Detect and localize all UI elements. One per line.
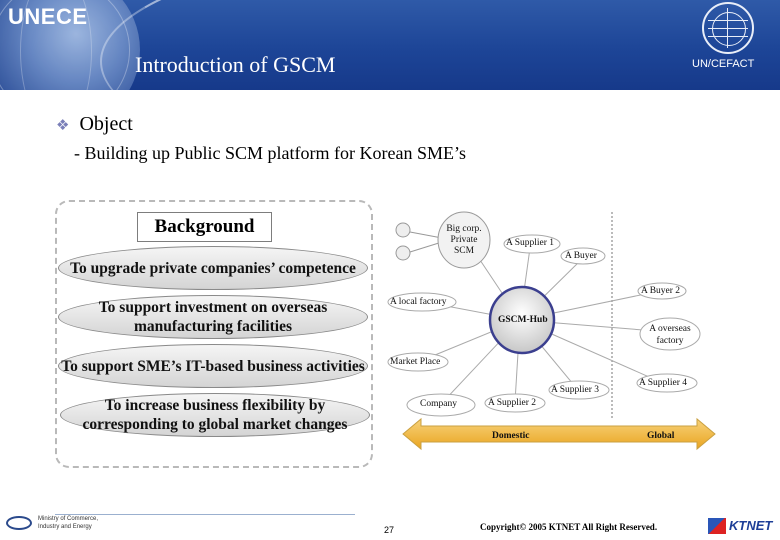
supplier3-node xyxy=(548,380,610,400)
buyer-label: A Buyer xyxy=(565,251,597,261)
bullet-text: Object xyxy=(79,113,133,135)
bigcorp-satellite-2 xyxy=(395,245,411,261)
market-place-node xyxy=(387,352,449,372)
background-label: Background xyxy=(137,212,272,242)
page-number: 27 xyxy=(384,525,395,535)
buyer-node xyxy=(560,247,606,265)
copyright-text: Copyright© 2005 KTNET All Right Reserved… xyxy=(480,522,658,532)
ministry-line2: Industry and Energy xyxy=(38,524,92,530)
supplier3-label: A Supplier 3 xyxy=(551,385,600,395)
slide-title: Introduction of GSCM xyxy=(135,52,336,77)
bigcorp-satellite-1 xyxy=(395,222,411,238)
supplier1-node xyxy=(503,234,561,254)
ministry-line1: Ministry of Commerce, xyxy=(38,516,99,522)
buyer2-node xyxy=(637,282,687,300)
bigcorp-links xyxy=(409,231,443,253)
global-label: Global xyxy=(647,431,675,441)
local-factory-label: A local factory xyxy=(390,297,447,307)
footer-rule xyxy=(55,514,355,515)
supplier2-node xyxy=(484,393,546,413)
background-item-2: To support investment on overseas manufa… xyxy=(58,295,368,339)
domestic-global-arrow xyxy=(402,417,716,451)
subline-text: - Building up Public SCM platform for Ko… xyxy=(74,143,466,163)
ktnet-logo: KTNET xyxy=(708,516,780,538)
background-item-3: To support SME’s IT-based business activ… xyxy=(58,344,368,388)
ministry-logo: Ministry of Commerce, Industry and Energ… xyxy=(6,513,126,537)
bullet-object: ❖ Object xyxy=(56,113,133,136)
domestic-label: Domestic xyxy=(492,431,530,441)
org-label: UN/CEFACT xyxy=(692,58,755,70)
overseas-factory-node xyxy=(639,317,701,351)
hub-label: GSCM-Hub xyxy=(498,315,548,325)
supplier1-label: A Supplier 1 xyxy=(506,238,555,248)
supplier4-label: A Supplier 4 xyxy=(639,378,688,388)
local-factory-node xyxy=(387,292,457,312)
gscm-hub-node xyxy=(488,285,556,355)
brand-title: UNECE xyxy=(8,4,88,29)
background-frame xyxy=(55,200,373,468)
diamond-bullet-icon: ❖ xyxy=(56,116,70,134)
buyer2-label: A Buyer 2 xyxy=(641,286,681,296)
supplier2-label: A Supplier 2 xyxy=(488,398,537,408)
un-emblem-icon xyxy=(702,2,754,54)
overseas-factory-label: A overseas factory xyxy=(649,324,691,346)
slide-header: UNECE Introduction of GSCM UN/CEFACT xyxy=(0,0,780,90)
ktnet-name: KTNET xyxy=(729,518,773,533)
bigcorp-node xyxy=(437,211,491,269)
background-item-4: To increase business flexibility by corr… xyxy=(60,393,370,437)
company-node xyxy=(406,393,476,417)
supplier4-node xyxy=(636,373,698,393)
background-item-1: To upgrade private companies’ competence xyxy=(58,246,368,290)
company-label: Company xyxy=(420,399,457,409)
market-place-label: Market Place xyxy=(390,357,441,367)
bigcorp-label: Big corp. Private SCM xyxy=(446,224,482,256)
